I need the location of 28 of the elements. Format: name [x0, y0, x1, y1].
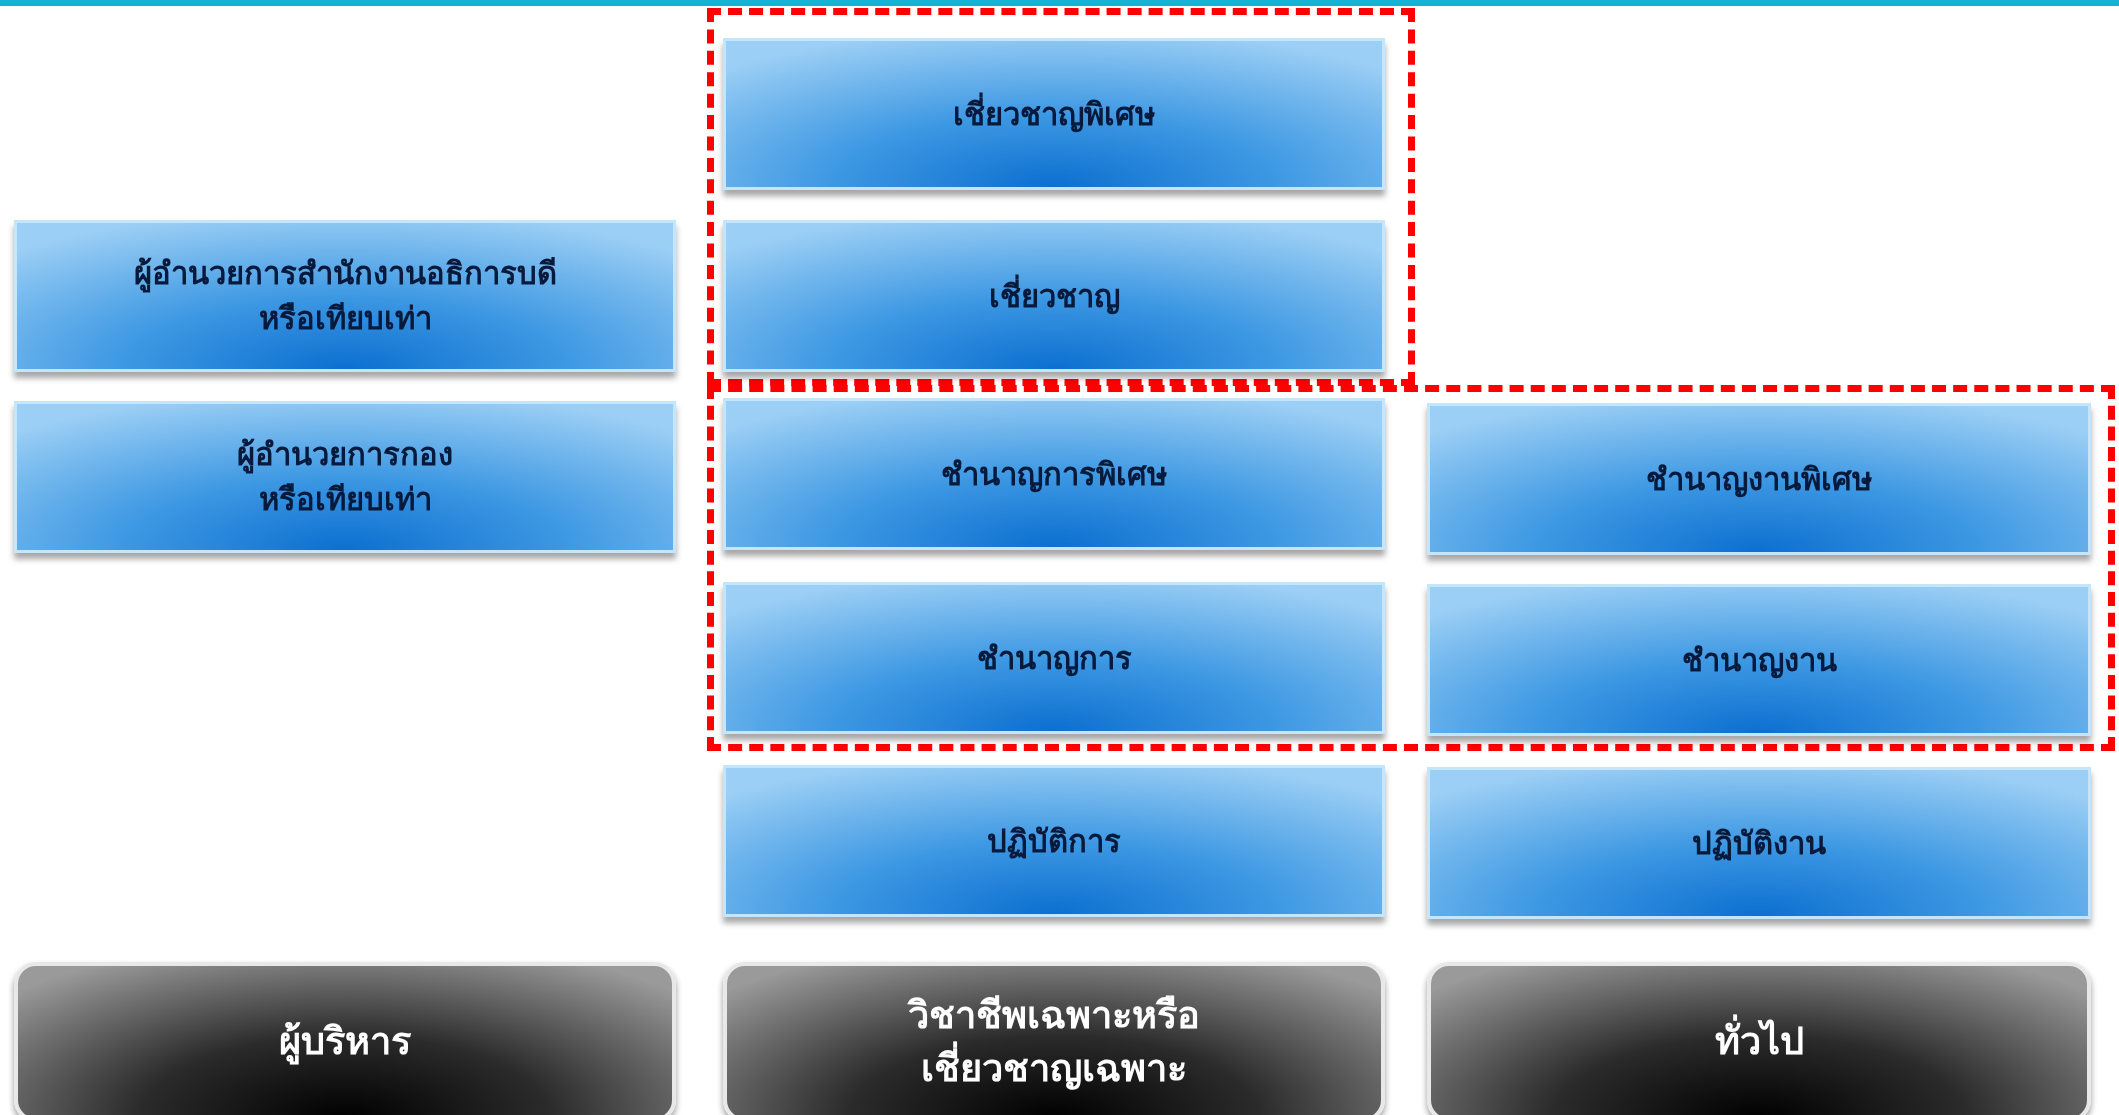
level-box	[723, 398, 1385, 550]
level-box	[723, 38, 1385, 190]
box-label: ชำนาญงานพิเศษ	[1646, 459, 1872, 500]
dashed-group-frame	[707, 385, 2115, 751]
box-label: ผู้อำนวยการสำนักงานอธิการบดี หรือเทียบเท่า	[132, 254, 558, 338]
level-box	[1427, 403, 2091, 555]
level-box	[723, 765, 1385, 917]
box-label: ทั่วไป	[1714, 1015, 1804, 1069]
category-box	[723, 962, 1385, 1115]
box-label: ปฏิบัติการ	[987, 821, 1121, 861]
level-box	[14, 401, 676, 553]
box-label: ผู้บริหาร	[279, 1018, 411, 1067]
level-box	[14, 220, 676, 372]
box-label: ชำนาญการ	[976, 638, 1132, 679]
category-box	[1427, 962, 2091, 1115]
box-label: เชี่ยวชาญพิเศษ	[953, 91, 1155, 137]
box-label: วิชาชีพเฉพาะหรือเชี่ยวชาญเฉพาะ	[906, 991, 1201, 1092]
level-box	[1427, 767, 2091, 919]
box-label: ปฏิบัติงาน	[1692, 823, 1826, 863]
box-label: ชำนาญงาน	[1681, 640, 1837, 681]
box-label: ผู้อำนวยการกอง หรือเทียบเท่า	[236, 435, 454, 519]
dashed-group-frame	[707, 8, 1415, 386]
category-box	[14, 962, 676, 1115]
box-label: ชำนาญการพิเศษ	[941, 454, 1167, 495]
level-box	[1427, 584, 2091, 736]
level-box	[723, 582, 1385, 734]
box-label: เชี่ยวชาญ	[988, 273, 1120, 319]
level-box	[723, 220, 1385, 372]
